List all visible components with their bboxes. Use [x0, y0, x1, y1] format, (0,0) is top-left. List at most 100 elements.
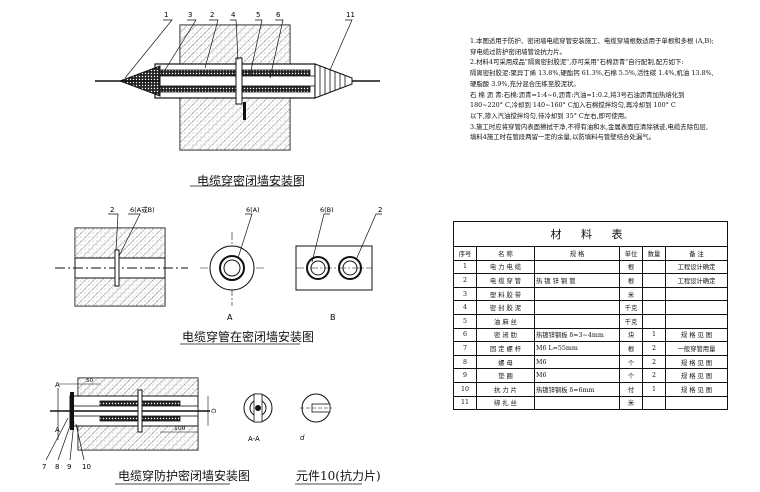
table-cell: 付	[619, 381, 643, 397]
caption-drawing-2: 电缆穿管在密闭墙安装图	[182, 330, 315, 344]
section-mark-a-bottom: A	[55, 426, 60, 434]
table-cell: 一般穿管用量	[665, 341, 728, 356]
table-header-row: 序号 名 称 规 格 单位 数量 备 注	[453, 246, 728, 261]
table-cell: 抗 力 片	[476, 381, 535, 397]
table-cell: 垫 圈	[476, 368, 535, 383]
callout-4: 4	[231, 11, 236, 19]
table-cell: 9	[453, 368, 477, 383]
table-cell: 千克	[619, 313, 643, 329]
table-cell	[534, 395, 620, 411]
table-cell: 规 格 见 图	[665, 368, 728, 383]
table-cell: 绑 扎 丝	[476, 395, 535, 411]
table-cell	[642, 313, 666, 329]
note-line: 3.施工时应将穿管内表面擦拭干净,不得有油和水,金属表面应清除锈迹,电缆去除包层…	[470, 122, 708, 131]
right-ribbed-cone	[314, 63, 353, 99]
section-b-view: 6(B) 2 B	[295, 206, 382, 322]
fitting-dim-d: d	[300, 434, 305, 442]
table-cell	[534, 300, 620, 315]
table-cell	[665, 300, 728, 315]
table-cell: 固 定 螺 杆	[476, 341, 535, 356]
section-a-a-label: A-A	[248, 435, 260, 443]
drawings-canvas: 1 3 2 4 5 6 11 2 6(A或B) 6(A)	[42, 11, 382, 485]
table-cell: 2	[642, 354, 666, 370]
table-cell: 6	[453, 327, 477, 343]
callout-6b: 6(B)	[320, 206, 334, 214]
caption-drawing-1: 电缆穿密闭墙安装图	[197, 174, 306, 188]
table-cell: 油 麻 丝	[476, 313, 535, 329]
callout-6a: 6(A)	[246, 206, 260, 214]
table-cell: 密 封 胶 泥	[476, 300, 535, 315]
table-cell: 热 镀 锌 钢 管	[534, 273, 620, 288]
table-cell	[642, 286, 666, 302]
table-cell: 规 格 见 图	[665, 381, 728, 397]
airtight-rib	[235, 57, 243, 105]
col-header: 序号	[453, 246, 477, 261]
drawing1-callouts: 1 3 2 4 5 6 11	[164, 11, 355, 19]
callout-7: 7	[42, 463, 46, 471]
table-cell: 10	[453, 381, 477, 397]
table-cell: 个	[619, 368, 643, 383]
table-cell: 根	[619, 341, 643, 356]
callout-5: 5	[256, 11, 260, 19]
table-cell: 工程设计确定	[665, 259, 728, 275]
note-line: 穿电缆过防护密闭墙管设抗力片。	[470, 47, 566, 56]
table-cell: 根	[619, 273, 643, 288]
col-header: 数量	[642, 246, 666, 261]
table-cell: 3	[453, 286, 477, 302]
drawing3-callouts: 7 8 9 10	[42, 463, 91, 471]
table-cell	[665, 395, 728, 411]
section-mark-a-top: A	[55, 381, 60, 389]
airtight-rib-2	[114, 249, 120, 287]
table-cell: 2	[453, 273, 477, 288]
note-line: 以下,掺入汽油搅拌均匀,待冷却到 35° C左右,即可使用。	[470, 111, 631, 120]
callout-9: 9	[67, 463, 71, 471]
table-cell: 工程设计确定	[665, 273, 728, 288]
table-cell: 规 格 见 图	[665, 327, 728, 343]
table-cell: M6	[534, 368, 620, 383]
table-cell: 热镀锌钢板 δ=3~4mm	[534, 327, 620, 343]
callout-3: 3	[188, 11, 192, 19]
table-cell	[642, 300, 666, 315]
section-a-a-view: A-A	[243, 393, 273, 443]
callout-2-right: 2	[378, 206, 382, 214]
table-cell: 2	[642, 368, 666, 383]
col-header: 规 格	[534, 246, 620, 261]
table-cell: 1	[453, 259, 477, 275]
table-cell: 8	[453, 354, 477, 370]
callout-6-a-or-b: 6(A或B)	[130, 205, 155, 214]
note-line: 硬脂酸 3.9%,充分混合压练至胶泥状。	[470, 79, 580, 88]
section-b-label: B	[330, 313, 336, 322]
dim-100: 100	[174, 425, 186, 432]
drawing-cable-pipe-in-airtight-wall: 2 6(A或B) 6(A) A 6(B) 2 B	[55, 205, 382, 345]
table-cell: 密 闭 肋	[476, 327, 535, 343]
table-cell: 11	[453, 395, 477, 411]
section-a-view: 6(A) A	[200, 206, 264, 322]
table-cell: 1	[642, 381, 666, 397]
table-cell: M6 L=55mm	[534, 341, 620, 356]
table-cell	[665, 313, 728, 329]
table-cell	[642, 273, 666, 288]
table-cell: 个	[619, 354, 643, 370]
table-cell: 螺 母	[476, 354, 535, 370]
table-cell: 电 力 电 缆	[476, 259, 535, 275]
table-cell: 塑 料 胶 带	[476, 286, 535, 302]
drawing-resistance-plate-element: d	[295, 393, 362, 485]
dim-d: D	[211, 408, 218, 413]
table-cell: 4	[453, 300, 477, 315]
note-line: 180~220° C,冷却到 140~160° C加入石棉搅拌均匀,再冷却到 1…	[470, 101, 676, 110]
table-cell	[534, 286, 620, 302]
caption-drawing-3: 电缆穿防护密闭墙安装图	[118, 469, 251, 483]
note-line: 石 棉 沥 青:石棉:沥青=1:4~6,沥青:汽油=1:0.2,将3号石油沥青加…	[470, 90, 685, 99]
installation-notes: 1.本图适用于防护、密闭墙电缆穿管安装施工、电缆穿墙根数适用于单根和多根 (A,…	[470, 36, 755, 143]
col-header: 单位	[619, 246, 643, 261]
dim-50: 50	[86, 378, 93, 384]
table-cell: 规 格 见 图	[665, 354, 728, 370]
